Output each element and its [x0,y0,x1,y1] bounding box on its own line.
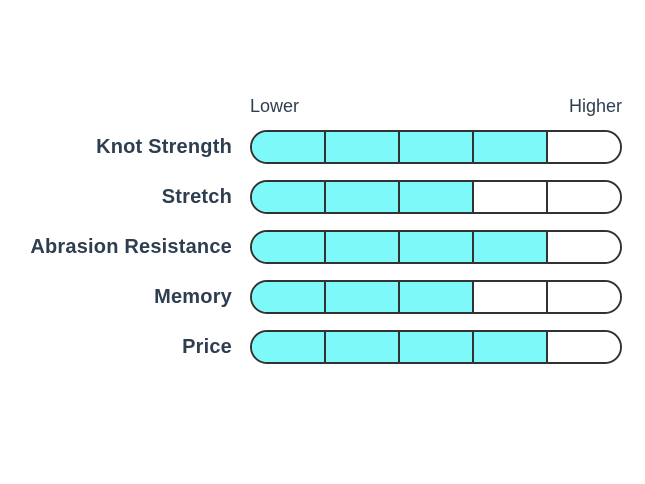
chart-row: Price [0,330,645,364]
bar-segment-empty [548,282,620,312]
scale-label-lower: Lower [250,96,300,116]
row-label: Memory [154,286,232,308]
bar-segment-filled [252,132,326,162]
bar-segment-empty [474,182,548,212]
chart-row: Knot Strength [0,130,645,164]
row-label: Stretch [161,186,232,208]
bar-segment-filled [474,332,548,362]
bar-segment-empty [548,132,620,162]
bar-segment-filled [252,332,326,362]
bar-segment-empty [548,182,620,212]
rating-bar [250,180,622,214]
bar-segment-filled [252,282,326,312]
bar-segment-filled [326,282,400,312]
chart-row: Memory [0,280,645,314]
bar-segment-filled [474,132,548,162]
scale-labels: Lower Higher [250,96,622,117]
chart-row: Abrasion Resistance [0,230,645,264]
row-label: Abrasion Resistance [30,236,232,258]
bar-segment-filled [400,282,474,312]
bar-segment-filled [326,332,400,362]
bar-segment-filled [474,232,548,262]
rating-bar [250,330,622,364]
rating-bar [250,230,622,264]
bar-segment-filled [326,232,400,262]
bar-segment-filled [400,232,474,262]
bar-segment-filled [252,232,326,262]
bar-segment-filled [326,132,400,162]
rating-bar [250,280,622,314]
bar-segment-empty [474,282,548,312]
bar-segment-filled [252,182,326,212]
bar-segment-empty [548,232,620,262]
bar-segment-filled [400,182,474,212]
row-label: Knot Strength [96,136,232,158]
chart-row: Stretch [0,180,645,214]
bar-segment-empty [548,332,620,362]
bar-segment-filled [326,182,400,212]
bar-segment-filled [400,332,474,362]
row-label: Price [182,336,232,358]
bar-segment-filled [400,132,474,162]
scale-label-higher: Higher [568,96,622,116]
rating-bar [250,130,622,164]
